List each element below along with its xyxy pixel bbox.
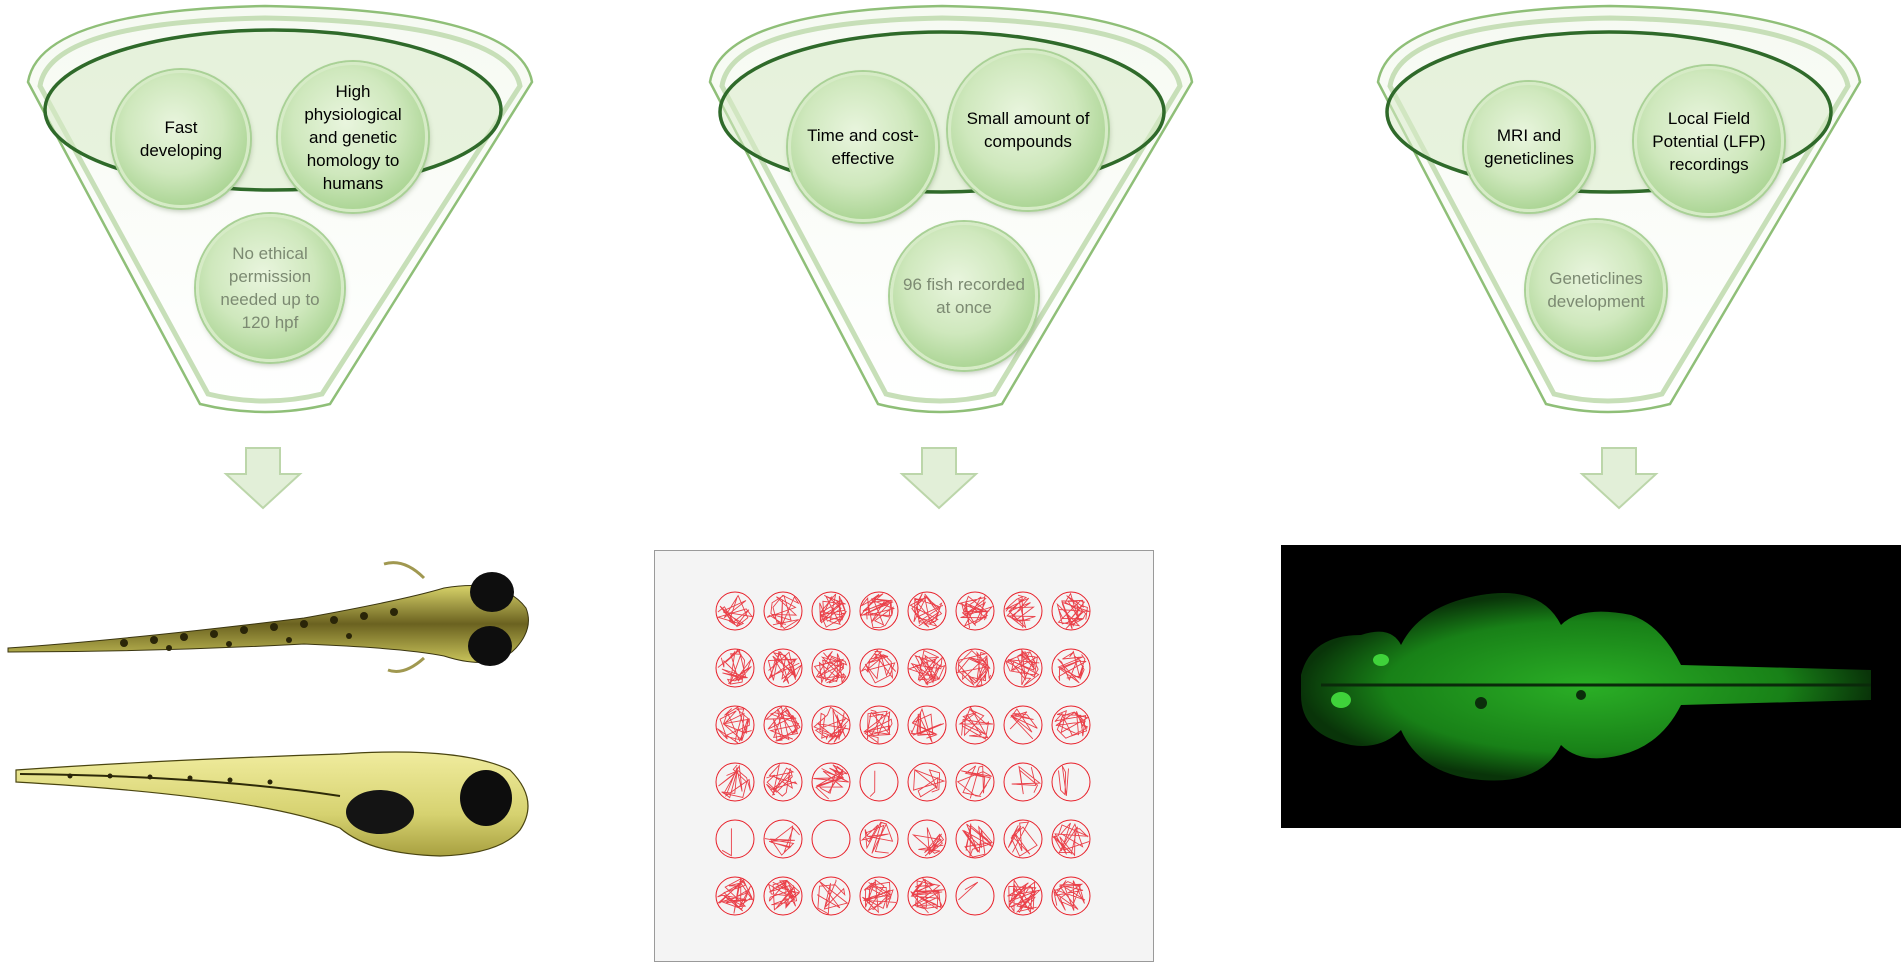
bubble-ethical-permission: No ethical permission needed up to 120 h… (196, 214, 344, 362)
bubble-text: Small amount of compounds (966, 109, 1090, 151)
funnel-panel-model: Fast developing High physiological and g… (0, 0, 534, 968)
well (859, 648, 899, 688)
well (859, 591, 899, 631)
well (763, 762, 803, 802)
bubble-genetic-lines: Geneticlines development (1526, 220, 1666, 360)
well (1051, 762, 1091, 802)
well-plate-grid (715, 591, 1091, 916)
bubble-text: Fast developing (139, 118, 223, 160)
well (955, 591, 995, 631)
well (955, 762, 995, 802)
bubble-text: MRI and geneticlines (1484, 126, 1574, 168)
brain-fluorescence-image (1281, 545, 1901, 828)
well (955, 819, 995, 859)
down-arrow-icon (1579, 447, 1659, 510)
well (859, 705, 899, 745)
well (907, 591, 947, 631)
well (763, 876, 803, 916)
well (955, 876, 995, 916)
bubble-fast-developing: Fast developing (112, 70, 250, 208)
bubble-lfp: Local Field Potential (LFP) recordings (1634, 66, 1784, 216)
well (715, 762, 755, 802)
well (859, 762, 899, 802)
bubble-text: Local Field Potential (LFP) recordings (1652, 108, 1766, 174)
bubble-mri-genetic: MRI and geneticlines (1464, 82, 1594, 212)
down-arrow-icon (223, 447, 303, 510)
well (1051, 648, 1091, 688)
down-arrow-icon (899, 447, 979, 510)
well (1003, 819, 1043, 859)
well (1051, 819, 1091, 859)
bubble-text: No ethical permission needed up to 120 h… (220, 244, 320, 332)
well (763, 648, 803, 688)
well (811, 876, 851, 916)
well (811, 762, 851, 802)
well (715, 876, 755, 916)
well (811, 591, 851, 631)
well (955, 648, 995, 688)
well (715, 819, 755, 859)
well (907, 705, 947, 745)
well (763, 819, 803, 859)
bubble-text: High physiological and genetic homology … (304, 81, 402, 193)
well (1003, 648, 1043, 688)
well (715, 705, 755, 745)
funnel-panel-techniques: MRI and geneticlines Local Field Potenti… (1364, 0, 1884, 968)
well (1003, 591, 1043, 631)
well (1003, 762, 1043, 802)
well (811, 648, 851, 688)
funnel-shape-icon (1376, 4, 1862, 414)
well (715, 648, 755, 688)
bubble-homology: High physiological and genetic homology … (278, 62, 428, 212)
well (1003, 876, 1043, 916)
bubble-96-fish: 96 fish recorded at once (890, 222, 1038, 370)
well (955, 705, 995, 745)
well (1051, 705, 1091, 745)
well (907, 648, 947, 688)
bubble-time-cost: Time and cost-effective (788, 72, 938, 222)
well (907, 876, 947, 916)
bubble-small-amount: Small amount of compounds (948, 50, 1108, 210)
well (907, 762, 947, 802)
brain-fluorescence-icon (1301, 593, 1871, 781)
well (763, 705, 803, 745)
well (1003, 705, 1043, 745)
zebrafish-lateral-icon (15, 751, 529, 857)
well (859, 876, 899, 916)
well (1051, 591, 1091, 631)
well (907, 819, 947, 859)
well (1051, 876, 1091, 916)
bubble-text: Geneticlines development (1547, 269, 1645, 311)
well (859, 819, 899, 859)
bubble-text: Time and cost-effective (807, 126, 919, 168)
bubble-text: 96 fish recorded at once (903, 275, 1025, 317)
well (811, 819, 851, 859)
zebrafish-dorsal-icon (7, 561, 529, 673)
well-plate-tracking-image (654, 550, 1154, 962)
well (811, 705, 851, 745)
funnel-panel-screening: Time and cost-effective Small amount of … (680, 0, 1200, 968)
well (715, 591, 755, 631)
well (763, 591, 803, 631)
